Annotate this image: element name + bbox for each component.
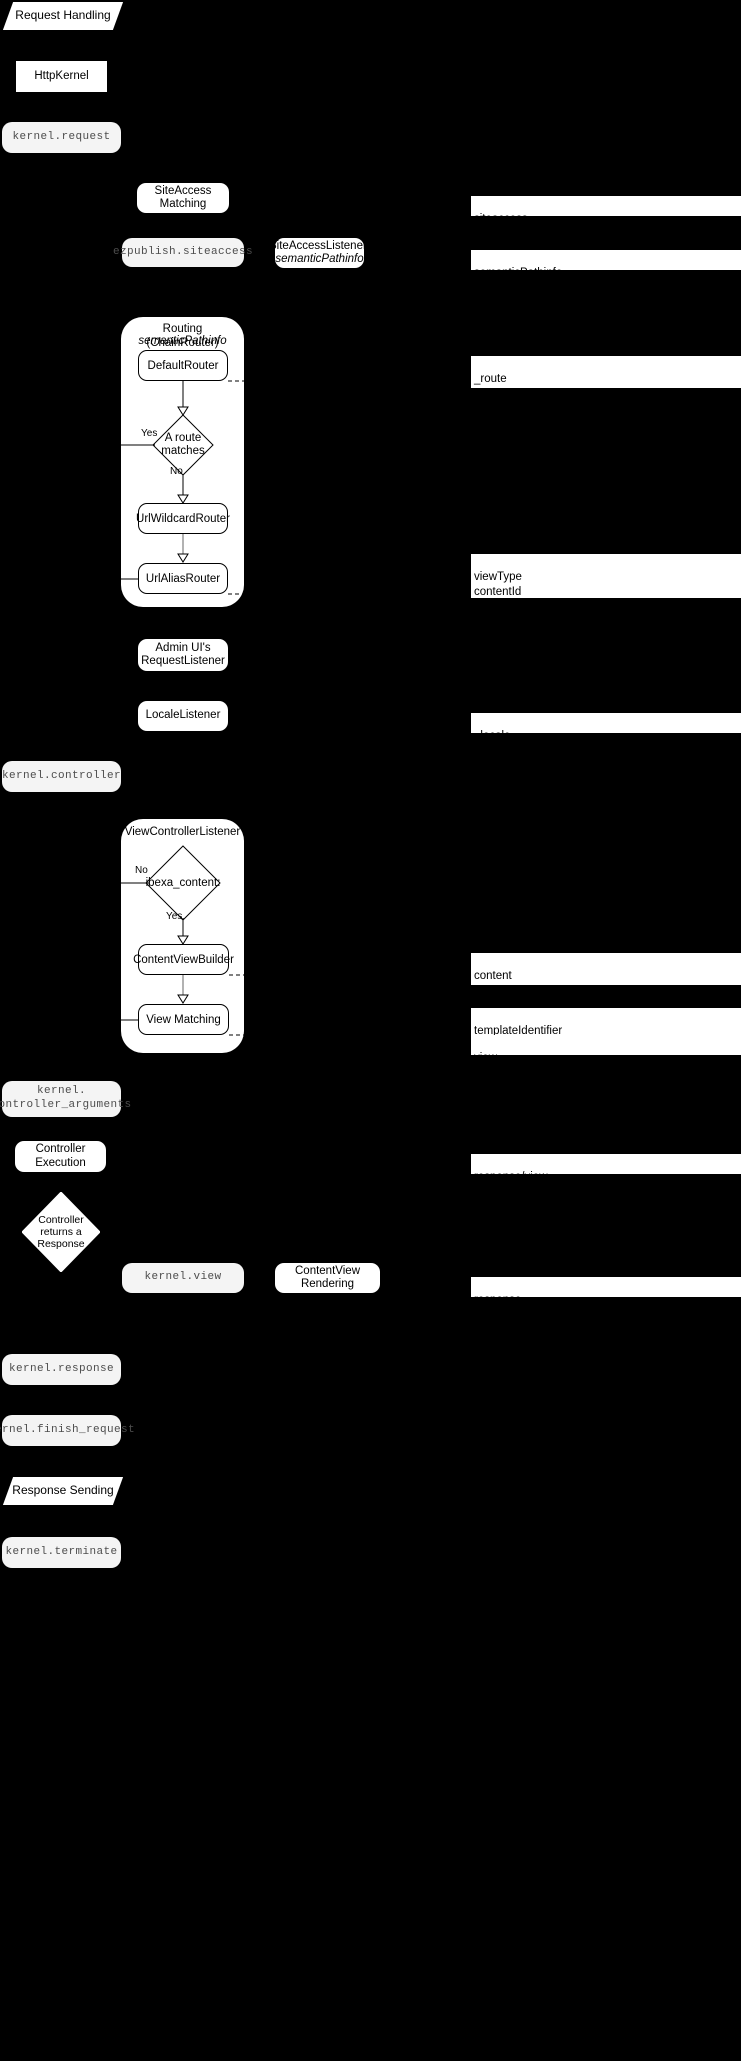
event-ezpublish-siteaccess-label: ezpublish.siteaccess — [112, 245, 254, 258]
node-default-router-label: DefaultRouter — [147, 359, 219, 372]
node-url-wildcard-router-label: UrlWildcardRouter — [136, 512, 230, 525]
edge-stub-view-matching-left — [121, 1019, 139, 1021]
note-content-location: content location — [471, 953, 741, 997]
banner-request-handling: Request Handling — [2, 2, 124, 30]
note-template-controller: templateIdentifier controllerReference — [471, 1008, 741, 1052]
arrow-ibexa-to-contentviewbuilder — [177, 918, 189, 945]
edge-label-ibexa-no: No — [135, 865, 148, 876]
edge-stub-url-alias-left — [121, 578, 139, 580]
note-route-controller: _route _controller — [471, 356, 741, 400]
node-siteaccess-listener-line1: SiteAccessListener: — [269, 239, 370, 252]
node-contentview-rendering: ContentView Rendering — [275, 1263, 380, 1293]
event-kernel-response-label: kernel.response — [8, 1362, 115, 1375]
note-view-content-location: viewType contentId locationId — [471, 554, 741, 613]
event-kernel-request-label: kernel.request — [12, 130, 111, 143]
note-locale: _locale — [471, 713, 741, 742]
node-admin-ui-line2: RequestListener — [141, 655, 225, 667]
node-siteaccess-listener: SiteAccessListener: semanticPathinfo — [269, 238, 370, 268]
event-kernel-response: kernel.response — [2, 1354, 121, 1385]
note-response-text: response — [474, 1293, 522, 1306]
decision-ibexa-content-shape — [145, 845, 221, 921]
note-response-view-text: response/view — [474, 1170, 548, 1183]
note-view: view — [471, 1035, 741, 1064]
dashed-link-url-alias-router — [228, 593, 478, 595]
edge-label-ibexa-yes: Yes — [166, 911, 183, 922]
node-content-view-builder: ContentViewBuilder — [133, 944, 234, 975]
node-view-matching-label: View Matching — [146, 1013, 221, 1026]
node-controller-execution: Controller Execution — [15, 1141, 106, 1172]
event-kernel-finish-request-label: kernel.finish_request — [0, 1423, 136, 1436]
event-kernel-terminate: kernel.terminate — [2, 1537, 121, 1568]
dashed-link-default-router — [228, 380, 478, 382]
note-response-view: response/view — [471, 1154, 741, 1183]
group-routing-title-plain: Routing — [162, 323, 203, 335]
event-kernel-view-label: kernel.view — [144, 1271, 222, 1284]
note-content-location-text: content location — [474, 969, 514, 997]
decision-route-matches: A route matches — [152, 414, 214, 476]
dashed-link-content-view-builder — [229, 974, 479, 976]
note-siteaccess: siteaccess — [471, 196, 741, 225]
arrow-default-router-to-decision — [177, 381, 189, 416]
group-view-controller-listener-title: ViewControllerListener — [124, 826, 241, 838]
node-content-view-builder-label: ContentViewBuilder — [133, 953, 234, 966]
controller-decision-line1: Controller — [38, 1213, 84, 1226]
node-url-alias-router: UrlAliasRouter — [138, 563, 228, 594]
event-kernel-finish-request: kernel.finish_request — [0, 1415, 135, 1446]
event-kernel-controller-arguments-line1: kernel. — [36, 1085, 86, 1098]
event-kernel-controller-arguments: kernel. controller_arguments — [0, 1081, 131, 1117]
edge-ibexa-no — [121, 882, 149, 884]
controller-decision-line3: Response — [37, 1238, 85, 1251]
edge-route-yes — [121, 444, 155, 446]
note-locale-text: _locale — [474, 729, 511, 742]
node-http-kernel: HttpKernel — [16, 61, 107, 92]
node-locale-listener: LocaleListener — [138, 701, 228, 731]
banner-response-label: Response Sending — [12, 1483, 114, 1498]
note-route-controller-text: _route _controller — [474, 372, 528, 400]
node-view-matching: View Matching — [138, 1004, 229, 1035]
arrow-decision-to-wildcard — [177, 475, 189, 504]
node-url-alias-router-label: UrlAliasRouter — [145, 572, 221, 585]
event-kernel-controller-label: kernel.controller — [1, 769, 122, 782]
event-kernel-request: kernel.request — [2, 122, 121, 153]
arrow-wildcard-to-alias — [177, 534, 189, 563]
banner-label: Request Handling — [15, 8, 111, 23]
note-semantic-pathinfo-text: semanticPathinfo — [474, 266, 563, 279]
event-kernel-terminate-label: kernel.terminate — [5, 1545, 118, 1558]
arrow-builder-to-view-matching — [177, 975, 189, 1004]
banner-response-sending: Response Sending — [2, 1477, 124, 1505]
group-routing-subtitle: (ChainRouter) — [146, 337, 219, 349]
node-controller-execution-label: Controller Execution — [35, 1143, 86, 1169]
event-ezpublish-siteaccess: ezpublish.siteaccess — [113, 238, 253, 267]
node-admin-ui-request-listener: Admin UI's RequestListener — [138, 639, 228, 671]
group-routing-title-italic: semanticPathinfo — [138, 335, 227, 347]
decision-ibexa-content: ibexa_content: — [145, 845, 221, 921]
node-url-wildcard-router: UrlWildcardRouter — [136, 503, 230, 534]
event-kernel-view: kernel.view — [122, 1263, 244, 1293]
node-http-kernel-label: HttpKernel — [34, 69, 89, 82]
controller-decision-line2: returns a — [40, 1225, 82, 1238]
note-siteaccess-text: siteaccess — [474, 212, 528, 225]
decision-controller-returns-response: Controller returns a Response — [21, 1191, 101, 1273]
event-kernel-controller: kernel.controller — [2, 761, 121, 792]
decision-controller-returns-response-label: Controller returns a Response — [22, 1192, 100, 1272]
node-locale-listener-label: LocaleListener — [145, 709, 221, 722]
note-semantic-pathinfo: semanticPathinfo — [471, 250, 741, 279]
group-routing-title: Routing semanticPathinfo — [121, 323, 244, 347]
node-siteaccess-matching-label: SiteAccess Matching — [154, 184, 212, 210]
decision-route-matches-shape — [152, 414, 214, 476]
dashed-link-view-matching — [229, 1034, 479, 1036]
node-default-router: DefaultRouter — [138, 350, 228, 381]
note-response: response — [471, 1277, 741, 1306]
node-admin-ui-line1: Admin UI's — [155, 641, 211, 654]
node-contentview-rendering-label: ContentView Rendering — [295, 1264, 360, 1290]
note-view-content-location-text: viewType contentId locationId — [474, 570, 524, 613]
edge-label-route-yes: Yes — [141, 428, 158, 439]
note-view-text: view — [474, 1051, 498, 1064]
event-kernel-controller-arguments-line2: controller_arguments — [0, 1099, 132, 1111]
edge-label-route-no: No — [170, 466, 183, 477]
node-siteaccess-listener-line2: semanticPathinfo — [275, 253, 364, 265]
node-siteaccess-matching: SiteAccess Matching — [137, 183, 229, 213]
